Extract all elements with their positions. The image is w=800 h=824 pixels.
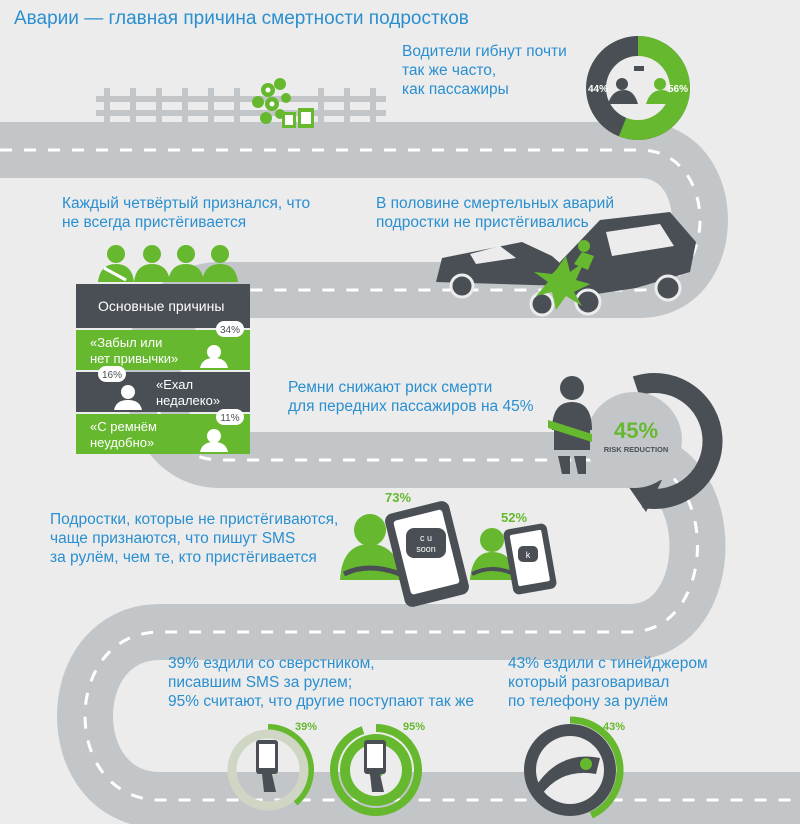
memorial-flowers-icon bbox=[252, 78, 314, 128]
drivers-text: Водители гибнут почти так же часто, как … bbox=[402, 42, 567, 99]
passengers-pct: 44% bbox=[588, 84, 608, 95]
belts-line-2: для передних пассажиров на 45% bbox=[288, 398, 534, 415]
quarter-text: Каждый четвёртый признался, что не всегд… bbox=[62, 194, 310, 232]
bubble-line-2: soon bbox=[416, 544, 436, 554]
risk-gauge-arrowhead bbox=[628, 480, 662, 512]
reason-2-pct: 16% bbox=[102, 370, 122, 381]
drivers-donut-chart: 44% 56% bbox=[586, 36, 691, 140]
peer-39-wheel-icon: 39% bbox=[227, 721, 317, 811]
belts-label: RISK REDUCTION bbox=[604, 445, 669, 454]
phone-line-3: по телефону за рулём bbox=[508, 693, 669, 710]
car-crash-icon bbox=[436, 212, 696, 317]
sms-line-1: Подростки, которые не пристёгиваются, bbox=[50, 511, 339, 528]
belts-pct: 45% bbox=[614, 418, 658, 443]
phone-driver-icon: 43% bbox=[524, 716, 625, 819]
half-line-1: В половине смертельных аварий bbox=[376, 195, 614, 212]
peer-line-1: 39% ездили со сверстником, bbox=[168, 655, 375, 672]
risk-gauge-dark-ring bbox=[632, 372, 723, 509]
reason-1-pct: 34% bbox=[220, 325, 240, 336]
reason-1-line-2: нет привычки» bbox=[90, 351, 178, 366]
phone-pct: 43% bbox=[603, 721, 625, 733]
peer-95-pct: 95% bbox=[403, 721, 425, 733]
peer-line-3: 95% считают, что другие поступают так же bbox=[168, 693, 474, 710]
sms-line-2: чаще признаются, что пишут SMS bbox=[50, 530, 296, 547]
reason-2-line-1: «Ехал bbox=[156, 377, 193, 392]
peer-line-2: писавшим SMS за рулем; bbox=[168, 674, 353, 691]
sms-73-pct: 73% bbox=[385, 490, 411, 505]
reasons-header: Основные причины bbox=[98, 298, 224, 314]
texting-driver-73-icon: 73% c u soon bbox=[340, 490, 469, 607]
reason-3-line-2: неудобно» bbox=[90, 435, 154, 450]
sms-line-3: за рулём, чем те, кто пристёгивается bbox=[50, 549, 317, 566]
risk-reduction-gauge: 45% RISK REDUCTION bbox=[586, 372, 723, 512]
sms-text: Подростки, которые не пристёгиваются, ча… bbox=[50, 510, 338, 567]
drivers-pct: 56% bbox=[668, 84, 688, 95]
reasons-panel: 34% 16% 11% Основные причины «Забыл или … bbox=[76, 284, 250, 454]
belts-line-1: Ремни снижают риск смерти bbox=[288, 379, 493, 396]
phone-line-1: 43% ездили с тинейджером bbox=[508, 655, 708, 672]
seatbelt-strap bbox=[103, 266, 127, 282]
phone-text: 43% ездили с тинейджером который разгова… bbox=[508, 654, 708, 711]
belts-text: Ремни снижают риск смерти для передних п… bbox=[288, 378, 533, 416]
half-line-2: подростки не пристёгивались bbox=[376, 214, 589, 231]
drivers-line-3: как пассажиры bbox=[402, 81, 509, 98]
reason-3-line-1: «С ремнём bbox=[90, 419, 157, 434]
quarter-line-1: Каждый четвёртый признался, что bbox=[62, 195, 311, 212]
belted-passenger-icon bbox=[548, 376, 592, 474]
peer-39-pct: 39% bbox=[295, 721, 317, 733]
reason-3-pct: 11% bbox=[220, 413, 239, 424]
page-title: Аварии — главная причина смертности подр… bbox=[14, 8, 469, 29]
sms-52-pct: 52% bbox=[501, 510, 527, 525]
reason-2-line-2: недалеко» bbox=[156, 393, 220, 408]
texting-driver-52-icon: 52% k bbox=[470, 510, 557, 595]
reason-1-line-1: «Забыл или bbox=[90, 335, 162, 350]
peer-95-wheel-icon: 95% bbox=[330, 721, 425, 816]
drivers-line-1: Водители гибнут почти bbox=[402, 43, 567, 60]
peer-95-ring bbox=[330, 724, 422, 816]
phone-line-2: который разговаривал bbox=[508, 674, 670, 691]
peer-text: 39% ездили со сверстником, писавшим SMS … bbox=[168, 654, 474, 711]
fence bbox=[96, 88, 386, 122]
bubble-line-1: c u bbox=[420, 533, 432, 543]
quarter-line-2: не всегда пристёгивается bbox=[62, 214, 247, 231]
half-text: В половине смертельных аварий подростки … bbox=[376, 194, 614, 232]
bubble-small: k bbox=[526, 550, 531, 560]
road-dashes bbox=[0, 148, 800, 802]
peer-39-ring bbox=[267, 724, 314, 806]
phone-ring bbox=[569, 716, 624, 819]
crash-burst bbox=[534, 256, 590, 310]
drivers-line-2: так же часто, bbox=[402, 62, 497, 79]
